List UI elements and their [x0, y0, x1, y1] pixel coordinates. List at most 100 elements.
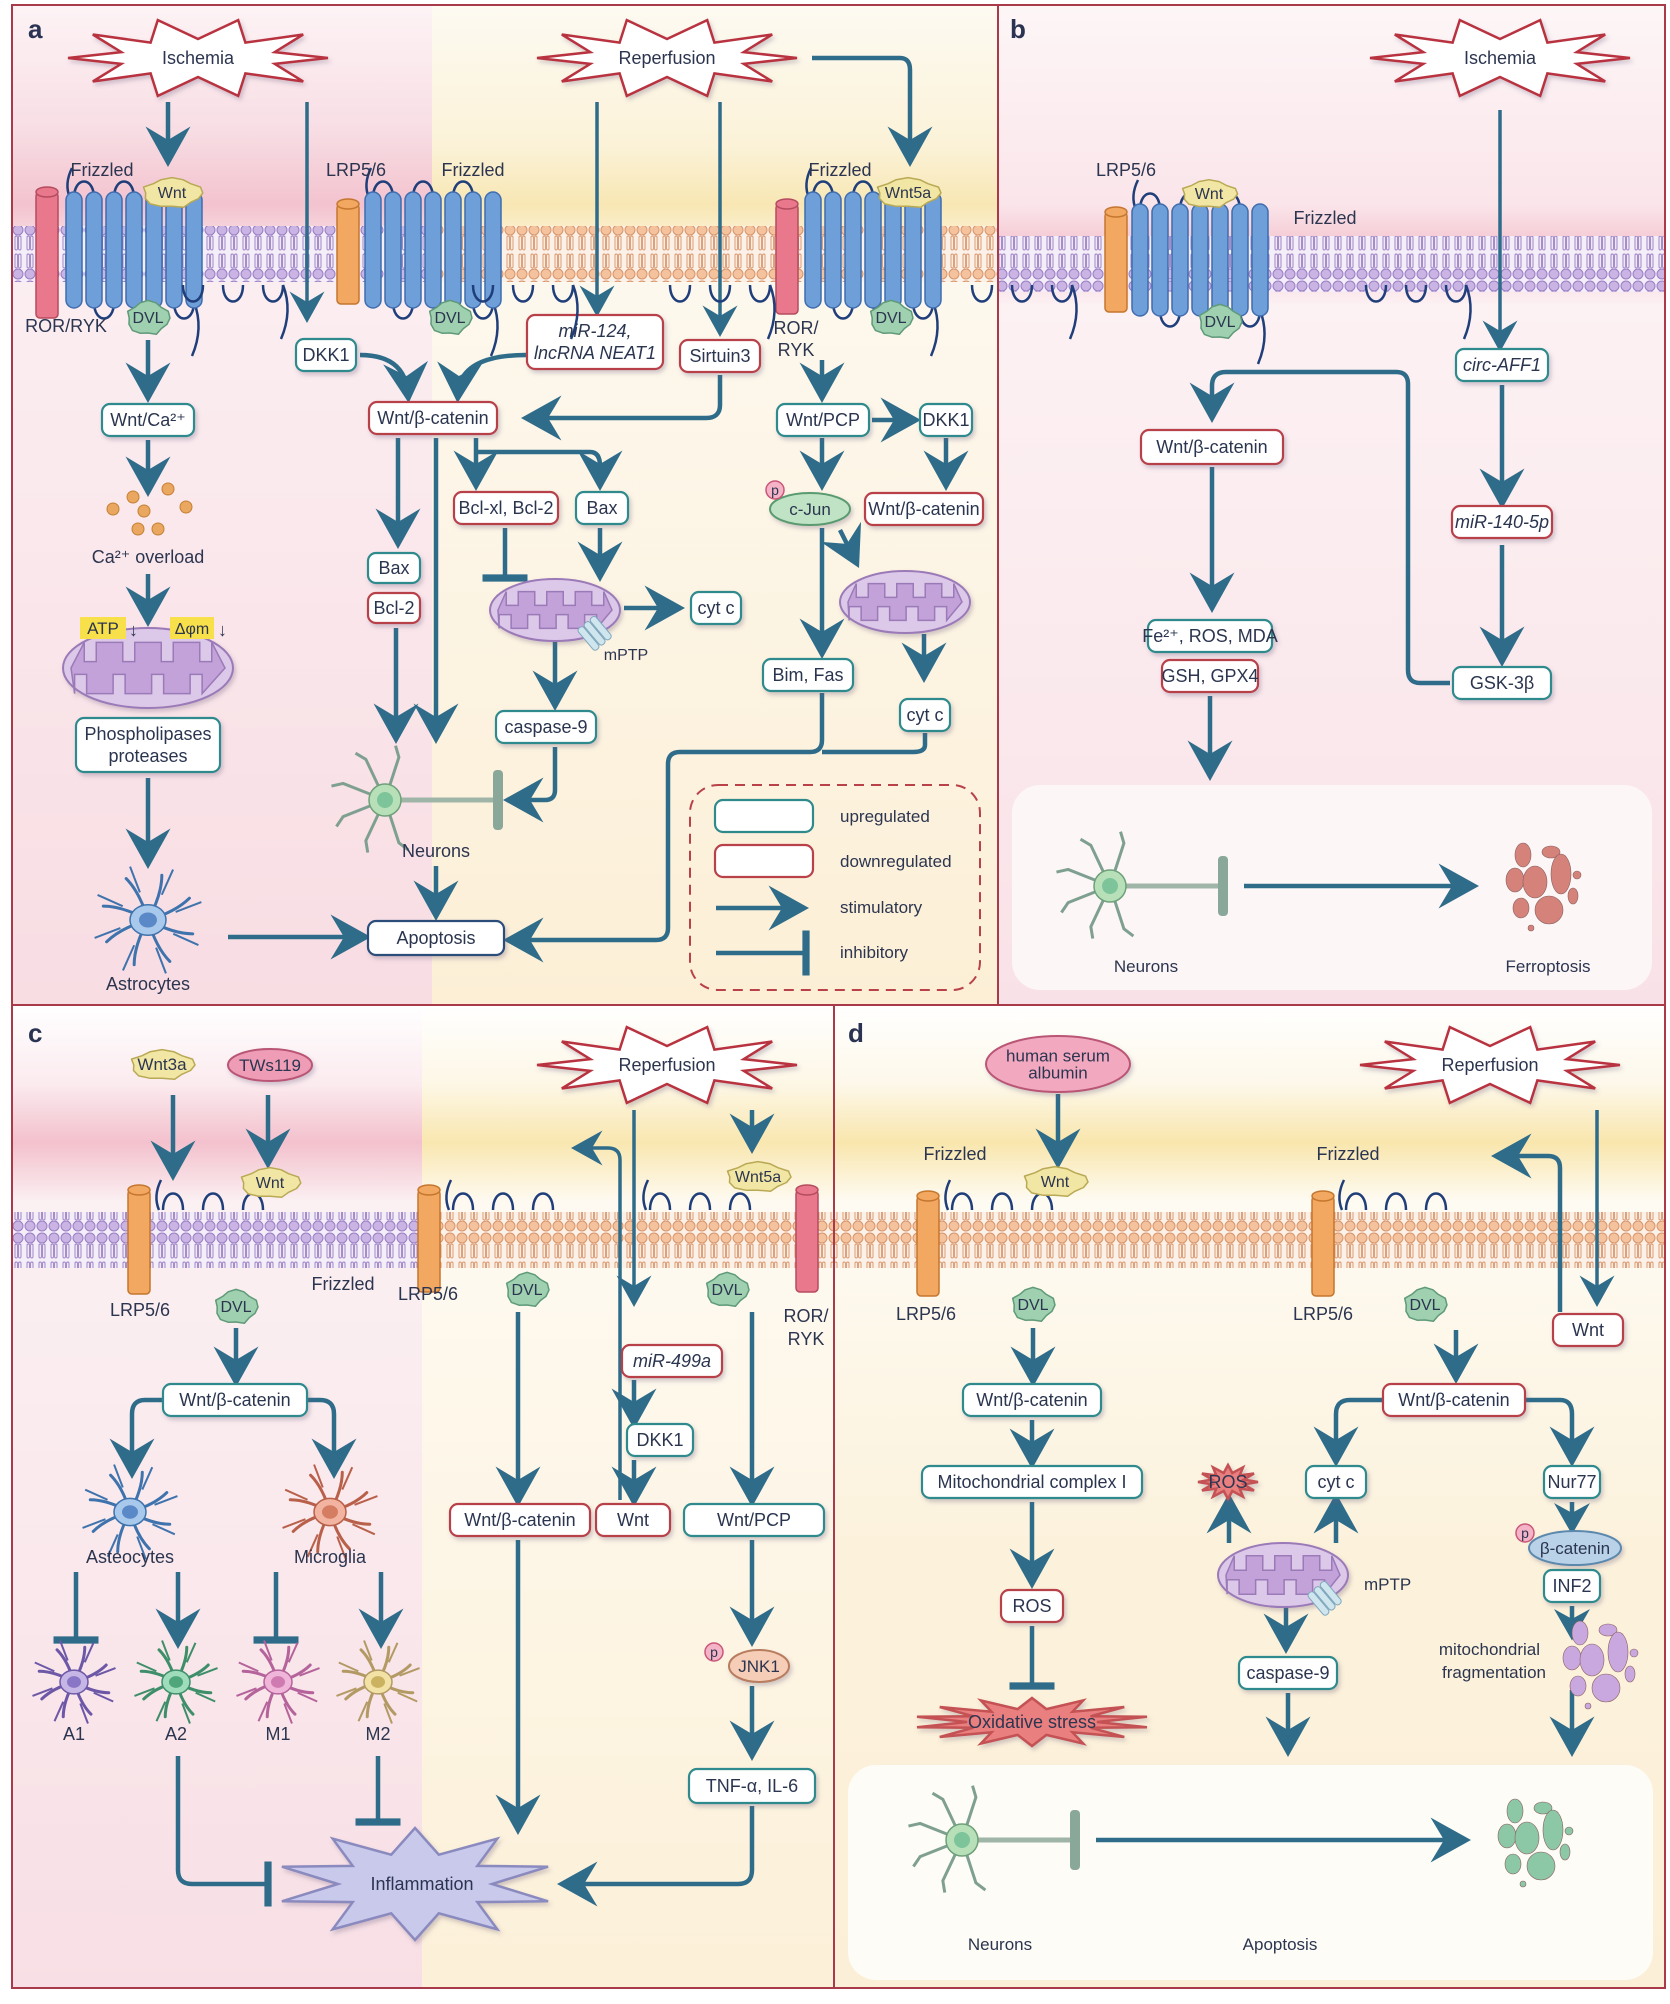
c-node-dkk1[interactable]: DKK1: [625, 1422, 695, 1458]
d-node-nur77[interactable]: Nur77: [1542, 1464, 1602, 1500]
c-node-wnt-bcatenin-left[interactable]: Wnt/β-catenin: [161, 1382, 309, 1418]
c-node-wnt-mid[interactable]: Wnt: [594, 1502, 672, 1538]
d-lrp-1: [916, 1190, 940, 1297]
a-node-dkk1[interactable]: DKK1: [294, 337, 358, 373]
c-node-tnf-il6[interactable]: TNF-α, IL-6: [687, 1767, 817, 1805]
b-node-gsk3b-label: GSK-3β: [1470, 673, 1534, 693]
b-node-wnt-bcatenin[interactable]: Wnt/β-catenin: [1139, 428, 1285, 466]
a-astrocytes-label: Astrocytes: [106, 974, 190, 994]
c-lrp-1-label: LRP5/6: [110, 1300, 170, 1320]
a-frizzled-2: [364, 167, 502, 357]
a-node-cjun[interactable]: c-Jun: [769, 492, 851, 526]
d-node-bcatenin[interactable]: β-catenin: [1528, 1530, 1622, 1566]
c-reperfusion-trigger: Reperfusion: [536, 1025, 798, 1105]
c-m2-cell: [336, 1640, 420, 1724]
d-node-mitochondrial-complex-frame: [920, 1464, 1144, 1500]
a-node-wnt-bcatenin-right[interactable]: Wnt/β-catenin: [863, 491, 985, 527]
a-mitochondrion-right: [839, 570, 971, 634]
c-frizzled-3: [642, 284, 776, 1211]
b-node-circ-aff1-label: circ-AFF1: [1463, 355, 1541, 375]
d-apoptosis-fragments-fragment: [1519, 1880, 1527, 1888]
b-node-fe-ros-mda[interactable]: Fe²⁺, ROS, MDA: [1142, 618, 1278, 654]
c-ligand-tws119[interactable]: TWs119: [227, 1048, 313, 1082]
d-dvl-1-label: DVL: [1017, 1297, 1048, 1314]
a-dvl-2-shape: [428, 299, 473, 336]
d-node-ros-box[interactable]: ROS: [999, 1588, 1065, 1624]
a-ror-3-label-1: ROR/: [774, 318, 819, 338]
a-wnt5a-3-shape: [876, 176, 942, 208]
a-node-wnt-ca[interactable]: Wnt/Ca²⁺: [100, 402, 196, 438]
a-node-mir124-label-2: lncRNA NEAT1: [534, 343, 656, 363]
c-frizzled-3-intracellular-loop: [668, 284, 692, 303]
a-dvl-2-label: DVL: [434, 310, 465, 327]
a-node-sirtuin3[interactable]: Sirtuin3: [678, 338, 762, 374]
a-p-badge-cjun-shape: [765, 480, 785, 500]
a-node-mir124[interactable]: miR-124,lncRNA NEAT1: [525, 313, 665, 371]
a-node-bclxl[interactable]: Bcl-xl, Bcl-2: [452, 490, 560, 526]
c-inflammation-burst: [281, 1826, 549, 1942]
c-node-jnk1[interactable]: JNK1: [728, 1649, 790, 1683]
a-node-cytc-1[interactable]: cyt c: [689, 590, 743, 626]
b-wnt: Wnt: [1181, 178, 1239, 208]
d-frizzled-1-intracellular-loop: [1050, 284, 1074, 303]
a-node-bcl2-left[interactable]: Bcl-2: [366, 591, 422, 625]
c-frizzled-3-intracellular-loop: [708, 284, 732, 303]
c-arrow-wntbcat-to-asteocytes: [109, 1397, 162, 1479]
a-node-cytc-1-frame: [689, 590, 743, 626]
d-node-inf2[interactable]: INF2: [1542, 1568, 1602, 1604]
d-arrow-wnt-feedback-to-receptor: [1491, 1133, 1563, 1312]
a-frizzled-1-helix: [105, 191, 123, 309]
a-node-bax-right[interactable]: Bax: [574, 490, 630, 526]
c-a2-cell-branch: [161, 1640, 171, 1661]
c-m1-cell-nucleus: [271, 1676, 285, 1688]
b-node-circ-aff1[interactable]: circ-AFF1: [1454, 347, 1550, 383]
d-mito-fragmentation-label-1: mitochondrial: [1439, 1640, 1540, 1659]
b-ischemia-trigger: Ischemia: [1369, 18, 1631, 98]
a-node-cytc-2[interactable]: cyt c: [898, 697, 952, 733]
d-node-wnt-right-label: Wnt: [1572, 1320, 1604, 1340]
b-node-gsk3b[interactable]: GSK-3β: [1451, 665, 1553, 701]
a-node-wnt-ca-frame: [100, 402, 196, 438]
d-node-wnt-bcatenin-left[interactable]: Wnt/β-catenin: [961, 1382, 1103, 1418]
a-node-wnt-bcatenin[interactable]: Wnt/β-catenin: [367, 400, 499, 436]
d-node-wnt-right[interactable]: Wnt: [1551, 1312, 1625, 1348]
d-node-nur77-frame: [1542, 1464, 1602, 1500]
b-node-mir140[interactable]: miR-140-5p: [1450, 504, 1554, 540]
c-node-wnt-pcp[interactable]: Wnt/PCP: [682, 1502, 826, 1538]
a-node-bim-fas[interactable]: Bim, Fas: [761, 657, 855, 693]
c-arrow-a2-inhibit-inflammation: [175, 1756, 272, 1907]
d-oxidative-stress-label: Oxidative stress: [968, 1712, 1096, 1732]
c-node-wnt-mid-label: Wnt: [617, 1510, 649, 1530]
c-inflammation-label: Inflammation: [370, 1874, 473, 1894]
c-node-wnt-bcatenin-mid[interactable]: Wnt/β-catenin: [448, 1502, 592, 1538]
d-node-cytc[interactable]: cyt c: [1304, 1464, 1368, 1500]
a-astrocyte-branch: [175, 901, 202, 913]
c-node-mir499a[interactable]: miR-499a: [620, 1343, 724, 1379]
d-node-caspase9[interactable]: caspase-9: [1237, 1655, 1339, 1691]
d-apoptosis-fragments-fragment: [1504, 1853, 1522, 1875]
d-node-mitochondrial-complex[interactable]: Mitochondrial complex I: [920, 1464, 1144, 1500]
a-node-sirtuin3-label: Sirtuin3: [689, 346, 750, 366]
b-node-gsh-gpx4[interactable]: GSH, GPX4: [1160, 658, 1260, 694]
d-node-wnt-bcatenin-right[interactable]: Wnt/β-catenin: [1381, 1382, 1527, 1418]
a-arrow-mir124-to-wntbcat: [437, 352, 527, 403]
d-apoptosis-fragments-fragment: [1506, 1798, 1524, 1824]
c-a1-cell: [32, 1640, 116, 1724]
a-node-bax-left[interactable]: Bax: [366, 551, 422, 585]
c-a1-cell-nucleus: [67, 1676, 81, 1688]
a-arrow-cjun-to-mito: [820, 521, 862, 569]
c-lrp-1: [127, 1184, 151, 1295]
d-node-cytc-label: cyt c: [1317, 1472, 1354, 1492]
a-frizzled-2-helix: [424, 191, 442, 309]
c-m2-cell-branch: [357, 1701, 369, 1722]
a-node-bim-fas-frame: [761, 657, 855, 693]
a-node-apoptosis[interactable]: Apoptosis: [366, 919, 506, 957]
a-node-wnt-pcp[interactable]: Wnt/PCP: [775, 402, 871, 438]
a-node-dkk1-right[interactable]: DKK1: [918, 402, 974, 438]
a-node-caspase9[interactable]: caspase-9: [494, 709, 598, 745]
a-ror-ryk-3-top: [775, 198, 799, 210]
c-frizzled-2-n-tail: [445, 1179, 453, 1211]
a-node-mir124-frame: [525, 313, 665, 371]
